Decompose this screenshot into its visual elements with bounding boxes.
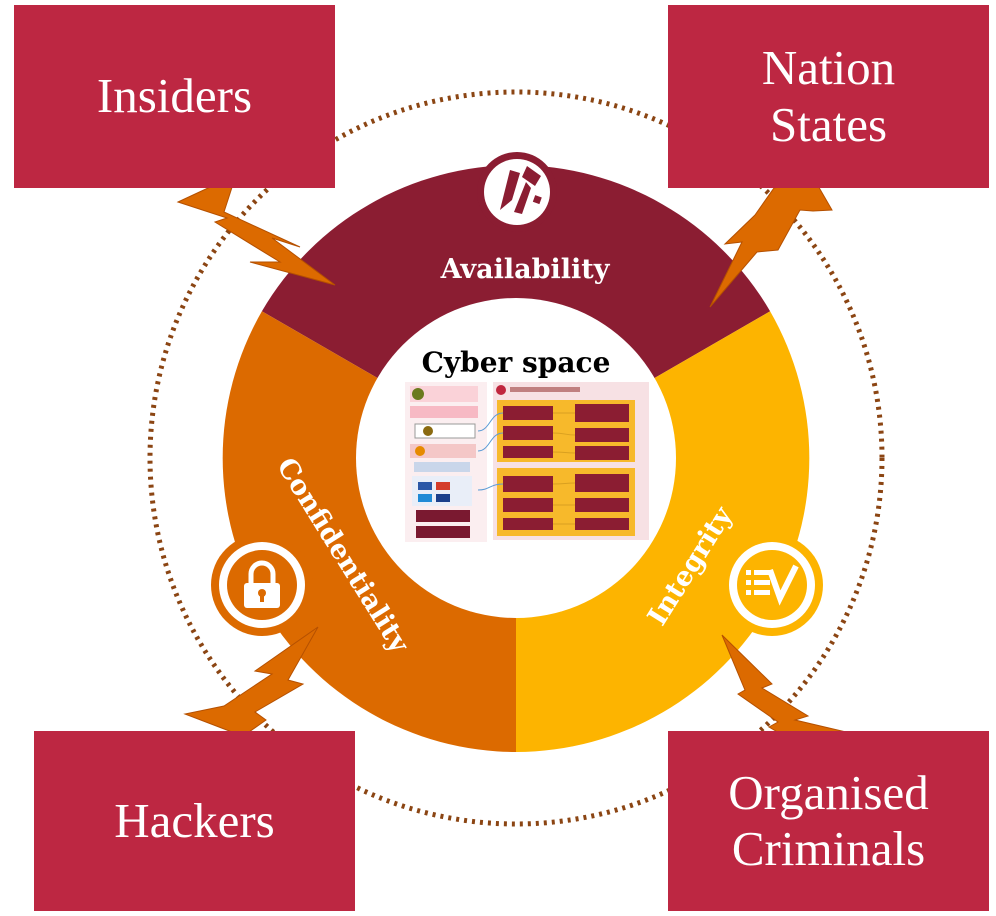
lightning-insiders — [176, 174, 336, 286]
threat-box-hackers: Hackers — [34, 731, 355, 911]
threat-label-hackers: Hackers — [114, 792, 275, 848]
outer-dotted-ring — [147, 89, 885, 827]
threat-box-insiders: Insiders — [14, 5, 335, 188]
threat-box-organised-criminals: Organised Criminals — [668, 731, 989, 911]
center-title: Cyber space — [422, 346, 611, 379]
broken-device-icon — [477, 152, 557, 232]
threat-label-organised-criminals: Organised Criminals — [728, 764, 929, 876]
threat-label-insiders: Insiders — [96, 68, 253, 124]
center-thumbnail — [405, 382, 649, 542]
padlock-icon — [211, 534, 313, 636]
checklist-icon — [721, 534, 823, 636]
availability-label: Availability — [440, 254, 611, 285]
threat-label-nation-states: Nation States — [761, 40, 896, 152]
threat-box-nation-states: Nation States — [668, 5, 989, 188]
